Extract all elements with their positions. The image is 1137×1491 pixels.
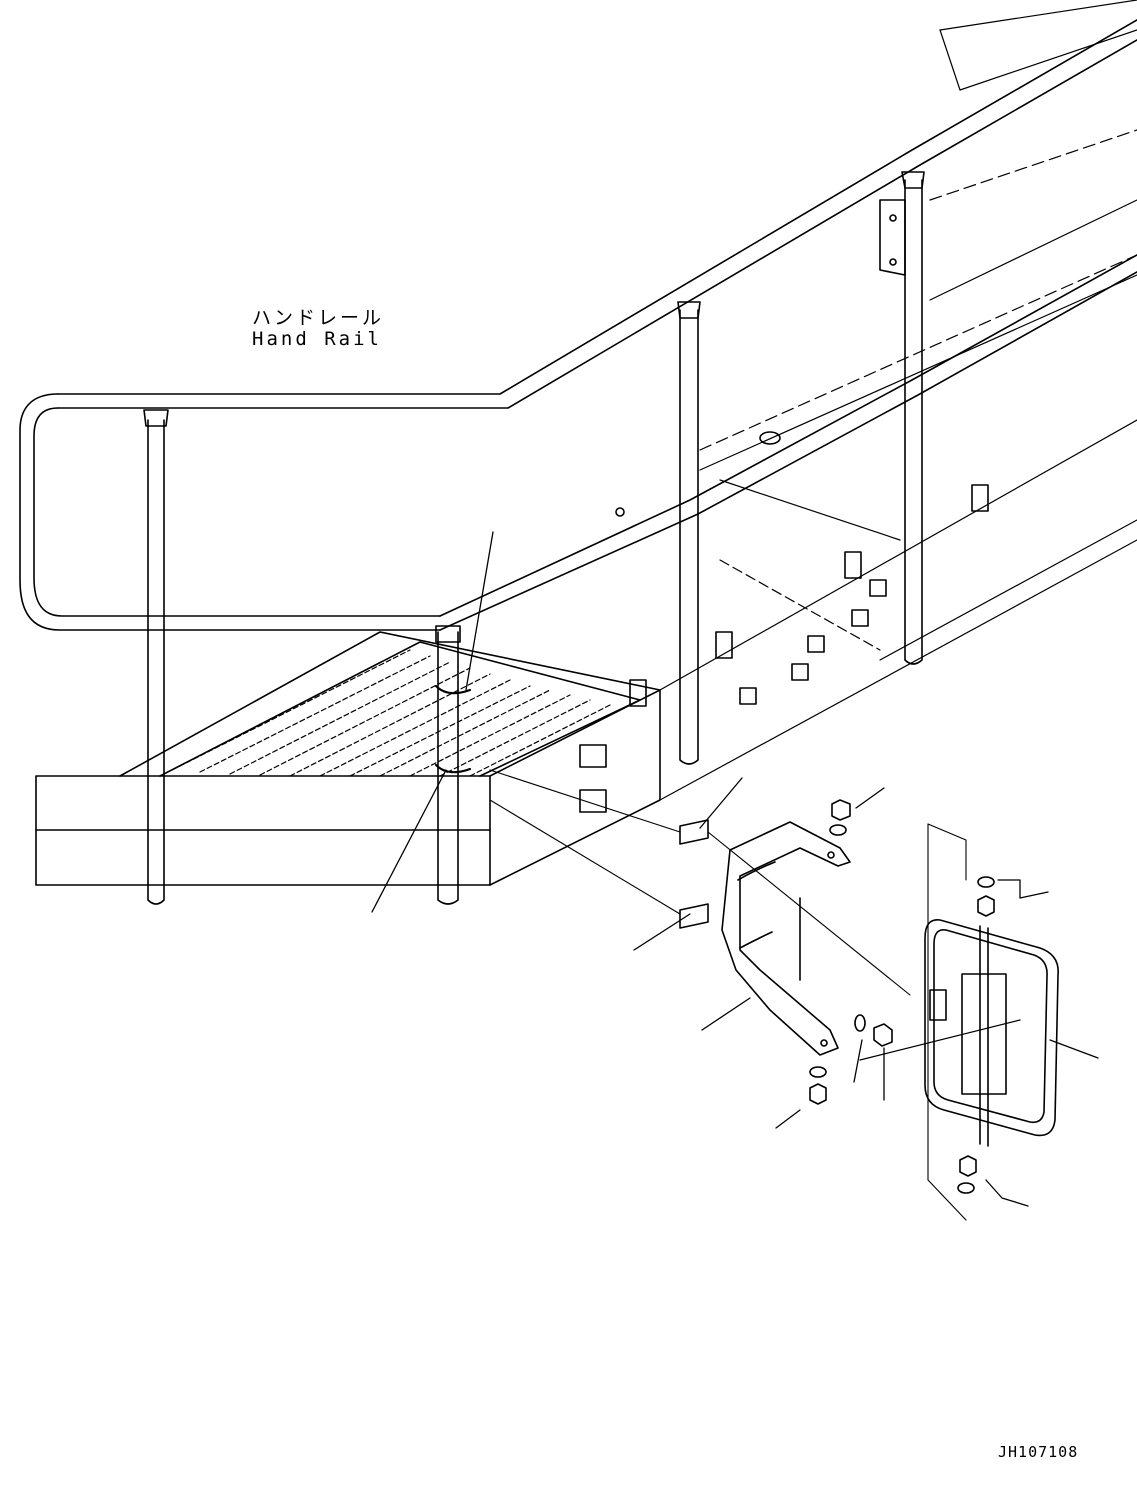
- handrail-upper-tube: [19, 19, 1137, 631]
- mirror: [924, 919, 1059, 1147]
- walkway-frame: [659, 0, 1137, 801]
- step-grating: [171, 649, 611, 777]
- exploded-view-guides: [489, 769, 967, 1221]
- fasteners: [809, 799, 995, 1194]
- handrail-label-english: Hand Rail: [252, 328, 382, 350]
- mounting-plates: [679, 819, 709, 929]
- frame-fittings: [579, 431, 989, 813]
- step-platform: [35, 631, 661, 886]
- post-clips: [434, 684, 472, 774]
- handrail-lower-tube: [439, 254, 1137, 631]
- mirror-bracket: [721, 821, 851, 1056]
- handrail-label-japanese: ハンドレール: [252, 307, 385, 329]
- handrail-posts: [143, 171, 925, 905]
- drawing-number: JH107108: [998, 1443, 1079, 1461]
- leader-lines[interactable]: [371, 531, 1099, 1207]
